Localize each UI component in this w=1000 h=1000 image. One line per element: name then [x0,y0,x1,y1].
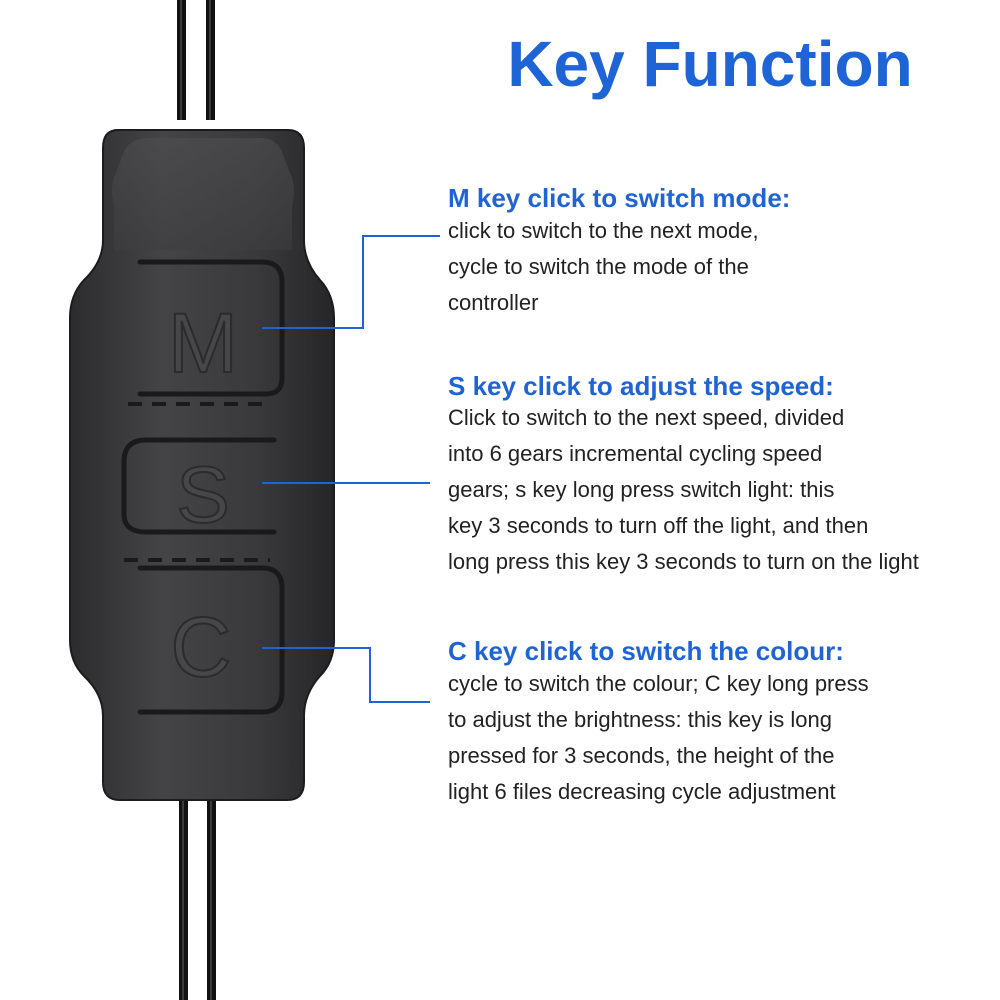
page-title: Key Function [507,28,913,100]
m-key-outline[interactable] [137,259,285,397]
m-key-letter: M [168,296,238,390]
c-key-line-3: pressed for 3 seconds, the height of the [448,743,835,768]
c-key-line-1: cycle to switch the colour; C key long p… [448,671,869,696]
leader-line-c [262,647,430,703]
leader-lines [262,235,440,703]
s-key-letter: S [176,450,229,539]
s-key-line-5: long press this key 3 seconds to turn on… [448,549,919,574]
s-key-heading: S key click to adjust the speed: [448,371,834,401]
s-key-line-2: into 6 gears incremental cycling speed [448,441,823,466]
s-key-outline[interactable] [121,437,277,535]
c-key-line-4: light 6 files decreasing cycle adjustmen… [448,779,836,804]
m-key-line-1: click to switch to the next mode, [448,218,759,243]
m-key-line-2: cycle to switch the mode of the [448,254,749,279]
leader-line-m [262,235,440,329]
controller-body [69,129,335,801]
c-key-heading: C key click to switch the colour: [448,636,844,666]
c-key-line-2: to adjust the brightness: this key is lo… [448,707,832,732]
separator-dots [124,402,270,562]
c-key-outline[interactable] [137,565,285,715]
cable-top [177,0,215,120]
m-key-heading: M key click to switch mode: [448,183,791,213]
controller-cap [112,138,294,250]
s-key-line-4: key 3 seconds to turn off the light, and… [448,513,869,538]
s-key-line-1: Click to switch to the next speed, divid… [448,405,845,430]
s-key-line-3: gears; s key long press switch light: th… [448,477,835,502]
m-key-line-3: controller [448,290,539,315]
cable-bottom [179,800,216,1000]
c-key-letter: C [171,600,232,694]
